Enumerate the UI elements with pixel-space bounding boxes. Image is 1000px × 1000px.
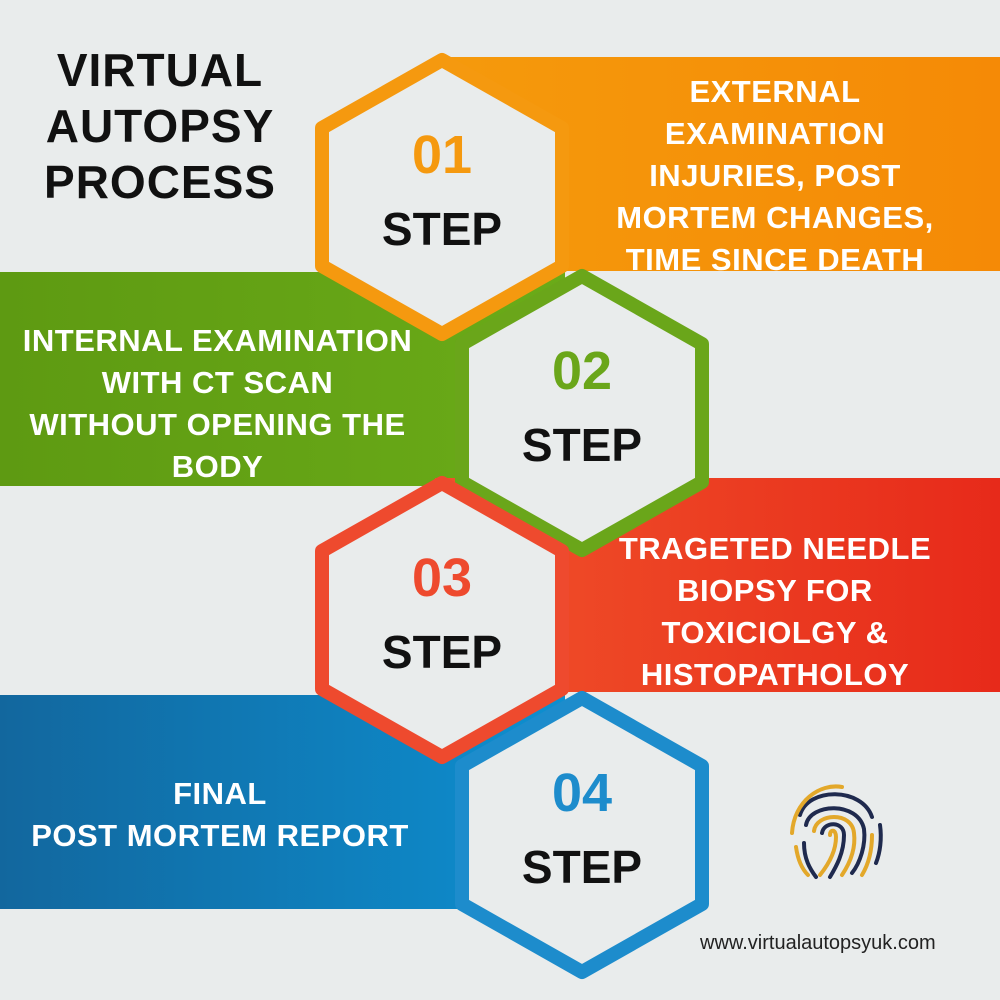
step-label: STEP	[381, 626, 503, 678]
description-line: MORTEM CHANGES,	[616, 200, 934, 235]
step-1-band: EXTERNAL EXAMINATION INJURIES, POST MORT…	[435, 57, 1000, 277]
description-line: BIOPSY FOR	[677, 573, 873, 608]
description-line: INTERNAL EXAMINATION	[22, 323, 413, 358]
step-label: STEP	[521, 419, 643, 471]
step-number: 04	[551, 763, 613, 823]
title-line: AUTOPSY	[45, 100, 275, 152]
step-3-hexagon: 03 STEP	[312, 475, 572, 765]
step-1-description: EXTERNAL EXAMINATION INJURIES, POST MORT…	[555, 71, 995, 281]
step-label: STEP	[381, 203, 503, 255]
description-line: EXAMINATION	[664, 116, 886, 151]
description-line: POST MORTEM REPORT	[31, 818, 409, 853]
website-url: www.virtualautopsyuk.com	[700, 932, 936, 954]
description-line: EXTERNAL	[689, 74, 861, 109]
description-line: WITH CT SCAN	[101, 365, 334, 400]
step-label: STEP	[521, 841, 643, 893]
title-line: VIRTUAL	[56, 44, 264, 96]
step-1-hexagon: 01 STEP	[312, 52, 572, 342]
description-line: TRAGETED NEEDLE	[618, 531, 932, 566]
step-number: 03	[411, 548, 473, 608]
hexagon-shape	[315, 53, 569, 341]
title-line: PROCESS	[44, 156, 276, 208]
step-3-description: TRAGETED NEEDLE BIOPSY FOR TOXICIOLGY & …	[555, 528, 995, 696]
step-number: 01	[411, 125, 473, 185]
description-line: TOXICIOLGY &	[661, 615, 889, 650]
fingerprint-icon	[780, 775, 890, 885]
step-2-description: INTERNAL EXAMINATION WITH CT SCAN WITHOU…	[0, 320, 435, 488]
description-line: WITHOUT OPENING THE	[29, 407, 406, 442]
step-4-hexagon: 04 STEP	[452, 690, 712, 980]
hexagon-shape	[315, 476, 569, 764]
step-number: 02	[551, 341, 613, 401]
step-2-hexagon: 02 STEP	[452, 268, 712, 558]
description-line: TIME SINCE DEATH	[625, 242, 925, 277]
description-line: INJURIES, POST	[649, 158, 901, 193]
page-title: VIRTUAL AUTOPSY PROCESS	[30, 42, 290, 210]
hexagon-shape	[455, 691, 709, 979]
description-line: HISTOPATHOLOY	[640, 657, 910, 692]
step-4-description: FINAL POST MORTEM REPORT	[0, 773, 440, 857]
description-line: FINAL	[173, 776, 267, 811]
description-line: BODY	[171, 449, 264, 484]
hexagon-shape	[455, 269, 709, 557]
